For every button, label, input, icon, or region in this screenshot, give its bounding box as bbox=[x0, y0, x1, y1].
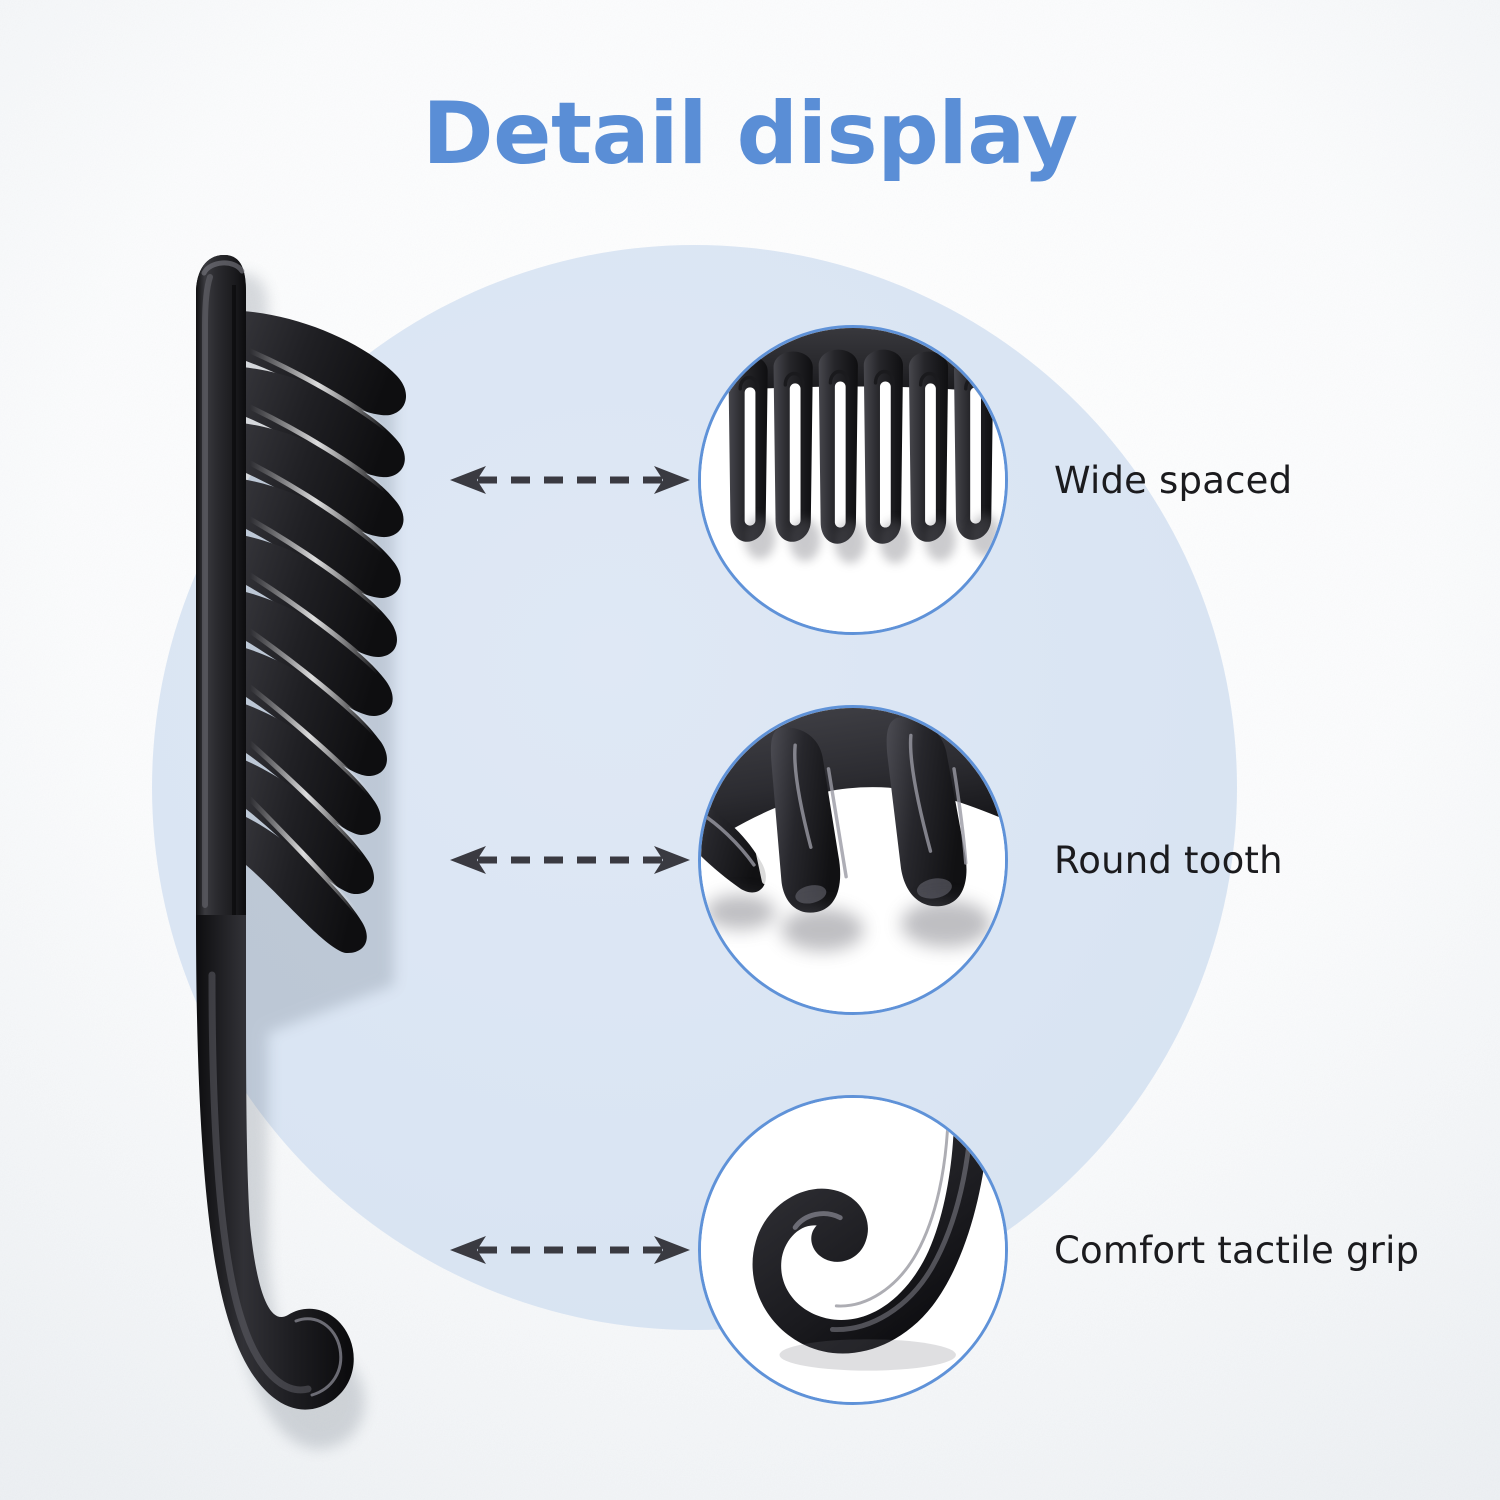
rounded-tooth-tip-closeup-icon bbox=[698, 705, 1008, 1015]
callout-label-comfort-tactile-grip: Comfort tactile grip bbox=[1054, 1228, 1420, 1272]
page-title: Detail display bbox=[422, 84, 1078, 184]
product-image bbox=[150, 215, 480, 1465]
double-headed-dashed-arrow-icon bbox=[440, 1235, 698, 1265]
callout-label-wide-spaced: Wide spaced bbox=[1054, 458, 1293, 502]
hook-handle-closeup-icon bbox=[698, 1095, 1008, 1405]
callout-label-round-tooth: Round tooth bbox=[1054, 838, 1283, 882]
double-headed-dashed-arrow-icon bbox=[440, 465, 698, 495]
double-headed-dashed-arrow-icon bbox=[440, 845, 698, 875]
comb-teeth-closeup-icon bbox=[698, 325, 1008, 635]
callout-round-tooth: Round tooth bbox=[440, 705, 1283, 1015]
callout-comfort-tactile-grip: Comfort tactile grip bbox=[440, 1095, 1419, 1405]
callout-wide-spaced: Wide spaced bbox=[440, 325, 1292, 635]
